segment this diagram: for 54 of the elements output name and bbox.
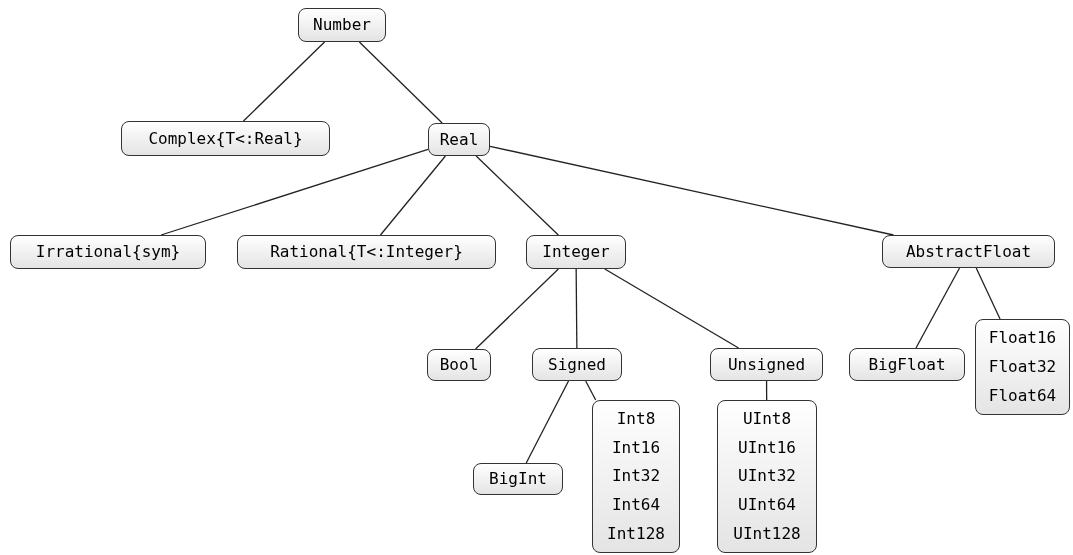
connector-line: [489, 145, 895, 236]
connector-line: [765, 380, 768, 401]
type-name: Signed: [548, 354, 606, 375]
connector-line: [474, 268, 560, 350]
type-box: [592, 400, 680, 553]
type-box: [882, 235, 1055, 268]
type-name: Complex{T<:Real}: [148, 128, 303, 149]
type-name: BigFloat: [868, 354, 946, 375]
type-box: [710, 348, 823, 381]
type-name: Float16: [988, 328, 1057, 349]
type-name: UInt16: [738, 437, 796, 458]
type-name: Int8: [616, 409, 656, 430]
connector-line: [525, 380, 570, 464]
connector-line: [585, 380, 597, 401]
connector-line: [975, 267, 1001, 320]
type-name: Int128: [607, 523, 665, 544]
type-name: AbstractFloat: [905, 241, 1032, 262]
type-box: [975, 319, 1070, 415]
type-box: [717, 400, 817, 553]
connector-line: [379, 155, 447, 236]
type-name: UInt64: [738, 495, 796, 516]
connector-line: [575, 268, 578, 349]
type-name: UInt32: [738, 466, 796, 487]
type-box: [849, 348, 965, 381]
type-name: Float64: [988, 385, 1057, 406]
type-box: [10, 235, 206, 269]
type-box: [532, 348, 622, 381]
connector-line: [475, 155, 559, 236]
type-name: UInt8: [742, 409, 792, 430]
connector-line: [604, 268, 740, 349]
connector-line: [242, 41, 326, 122]
connector-line: [915, 267, 961, 349]
type-name: Real: [439, 129, 479, 150]
type-name: BigInt: [489, 469, 547, 489]
type-name: Int64: [611, 495, 661, 516]
type-box: [428, 123, 490, 156]
type-box: [298, 8, 386, 42]
type-name: Float32: [988, 357, 1057, 377]
type-name: Bool: [439, 355, 479, 375]
type-name: Int16: [611, 437, 661, 458]
type-name: Int32: [611, 466, 661, 487]
type-box: [427, 349, 491, 381]
type-box: [237, 235, 496, 269]
type-name: Irrational{sym}: [35, 242, 181, 262]
connector-line: [358, 41, 443, 124]
type-box: [473, 463, 563, 495]
type-box: [526, 235, 626, 269]
type-box: [121, 121, 330, 156]
type-name: Unsigned: [727, 354, 806, 375]
type-name: Number: [313, 15, 371, 35]
connector-line: [160, 148, 429, 236]
type-name: UInt128: [733, 523, 801, 544]
type-name: Integer: [542, 242, 610, 262]
type-name: Rational{T<:Integer}: [270, 242, 463, 262]
